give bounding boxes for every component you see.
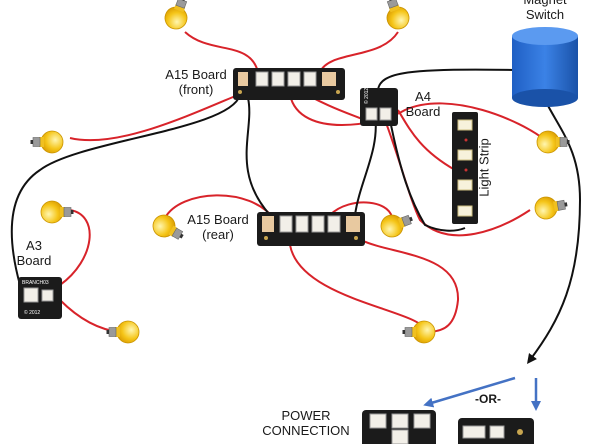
a15-front-board [233,68,345,100]
a4-board: © 2012 [360,88,398,126]
power-board-a [362,410,436,444]
a4-year-print: © 2012 [363,88,370,104]
label-a15-front-text: A15 Board (front) [165,67,227,97]
wire-red [59,209,91,286]
label-a15-rear-text: A15 Board (rear) [187,212,249,242]
a3-year-print: © 2012 [24,309,40,316]
label-or-text: -OR- [475,392,501,406]
light-bulb-icon [164,0,188,30]
label-light-strip-text: Light Strip [476,138,492,197]
wire-red [289,244,426,331]
wire-red [184,31,259,73]
label-light-strip: Light Strip [477,132,492,204]
led-strip-icon [452,112,478,224]
a15-rear-board [257,212,365,246]
label-a3: A3 Board [14,238,54,268]
label-a4-text: A4 Board [405,89,441,119]
light-bulb-icon [534,196,568,220]
wire-black [354,114,377,216]
wire-black [389,119,466,232]
light-bulb-icon [402,320,436,344]
wire-red [397,109,456,171]
label-power-connection-text: POWER CONNECTION [262,408,350,438]
label-a15-front: A15 Board (front) [160,67,232,97]
a3-brand-print: BRANCH03 [22,280,49,286]
light-bulb-icon [106,320,140,344]
light-bulb-icon [30,130,64,154]
wire-red [69,89,251,142]
bulbs [30,0,570,344]
wire-black [10,94,241,286]
a3-board: BRANCH03 © 2012 [18,277,62,319]
light-bulb-icon [386,0,410,30]
wire-black [377,68,516,91]
label-power-connection: POWER CONNECTION [258,408,354,438]
light-bulb-icon [40,200,74,224]
light-bulb-icon [536,130,570,154]
arrow-to-power-a [423,376,516,408]
light-bulb-icon [152,214,184,240]
wire-red [289,94,546,141]
label-a3-text: A3 Board [16,238,52,268]
wire-black [527,99,582,365]
label-magnet-switch: Magnet Switch [506,0,584,22]
label-magnet-switch-text: Magnet Switch [523,0,566,22]
label-a15-rear: A15 Board (rear) [182,212,254,242]
wire-black [245,97,271,216]
power-board-b [458,418,534,444]
wire-red [319,31,399,73]
black-wires [10,68,582,365]
magnet-switch-icon [512,27,578,107]
light-bulb-icon [380,214,413,238]
label-a4: A4 Board [405,89,441,119]
blue-arrows [423,376,541,411]
label-or: -OR- [466,392,510,407]
